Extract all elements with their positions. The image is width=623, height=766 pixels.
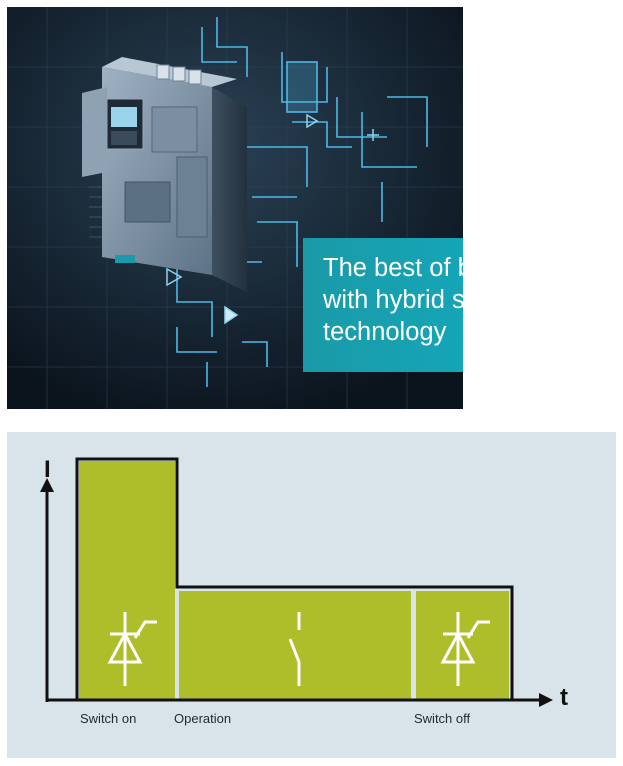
- headline-banner: The best of both worlds with hybrid swit…: [303, 238, 463, 372]
- y-axis-label: I: [44, 456, 51, 483]
- mechanical-switch-icon: [288, 612, 301, 686]
- phase-label-switch-on: Switch on: [80, 711, 137, 726]
- switching-current-diagram: I t Switch on Operation Switch off: [7, 432, 616, 758]
- x-axis-arrow: [539, 693, 553, 707]
- circuit-lines: [176, 17, 428, 387]
- current-profile-chart: [40, 457, 553, 707]
- phase-block-operation: [179, 591, 411, 699]
- headline-line-1: The best of both worlds: [323, 254, 463, 282]
- hybrid-motor-starter-device: [82, 57, 247, 292]
- current-outline: [75, 457, 514, 701]
- phase-label-operation: Operation: [174, 711, 232, 726]
- phase-label-switch-off: Switch off: [414, 711, 471, 726]
- y-axis-arrow: [40, 478, 54, 492]
- thyristor-icon: [440, 612, 490, 686]
- hero-illustration: [7, 7, 463, 409]
- thyristor-icon: [107, 612, 157, 686]
- hero-image: The best of both worlds with hybrid swit…: [7, 7, 463, 409]
- x-axis-label: t: [560, 684, 568, 711]
- circuit-symbols: [166, 113, 379, 325]
- phase-block-switch-on: [79, 461, 175, 699]
- headline-line-3: technology: [323, 318, 447, 346]
- headline-line-2: with hybrid switching: [323, 286, 463, 314]
